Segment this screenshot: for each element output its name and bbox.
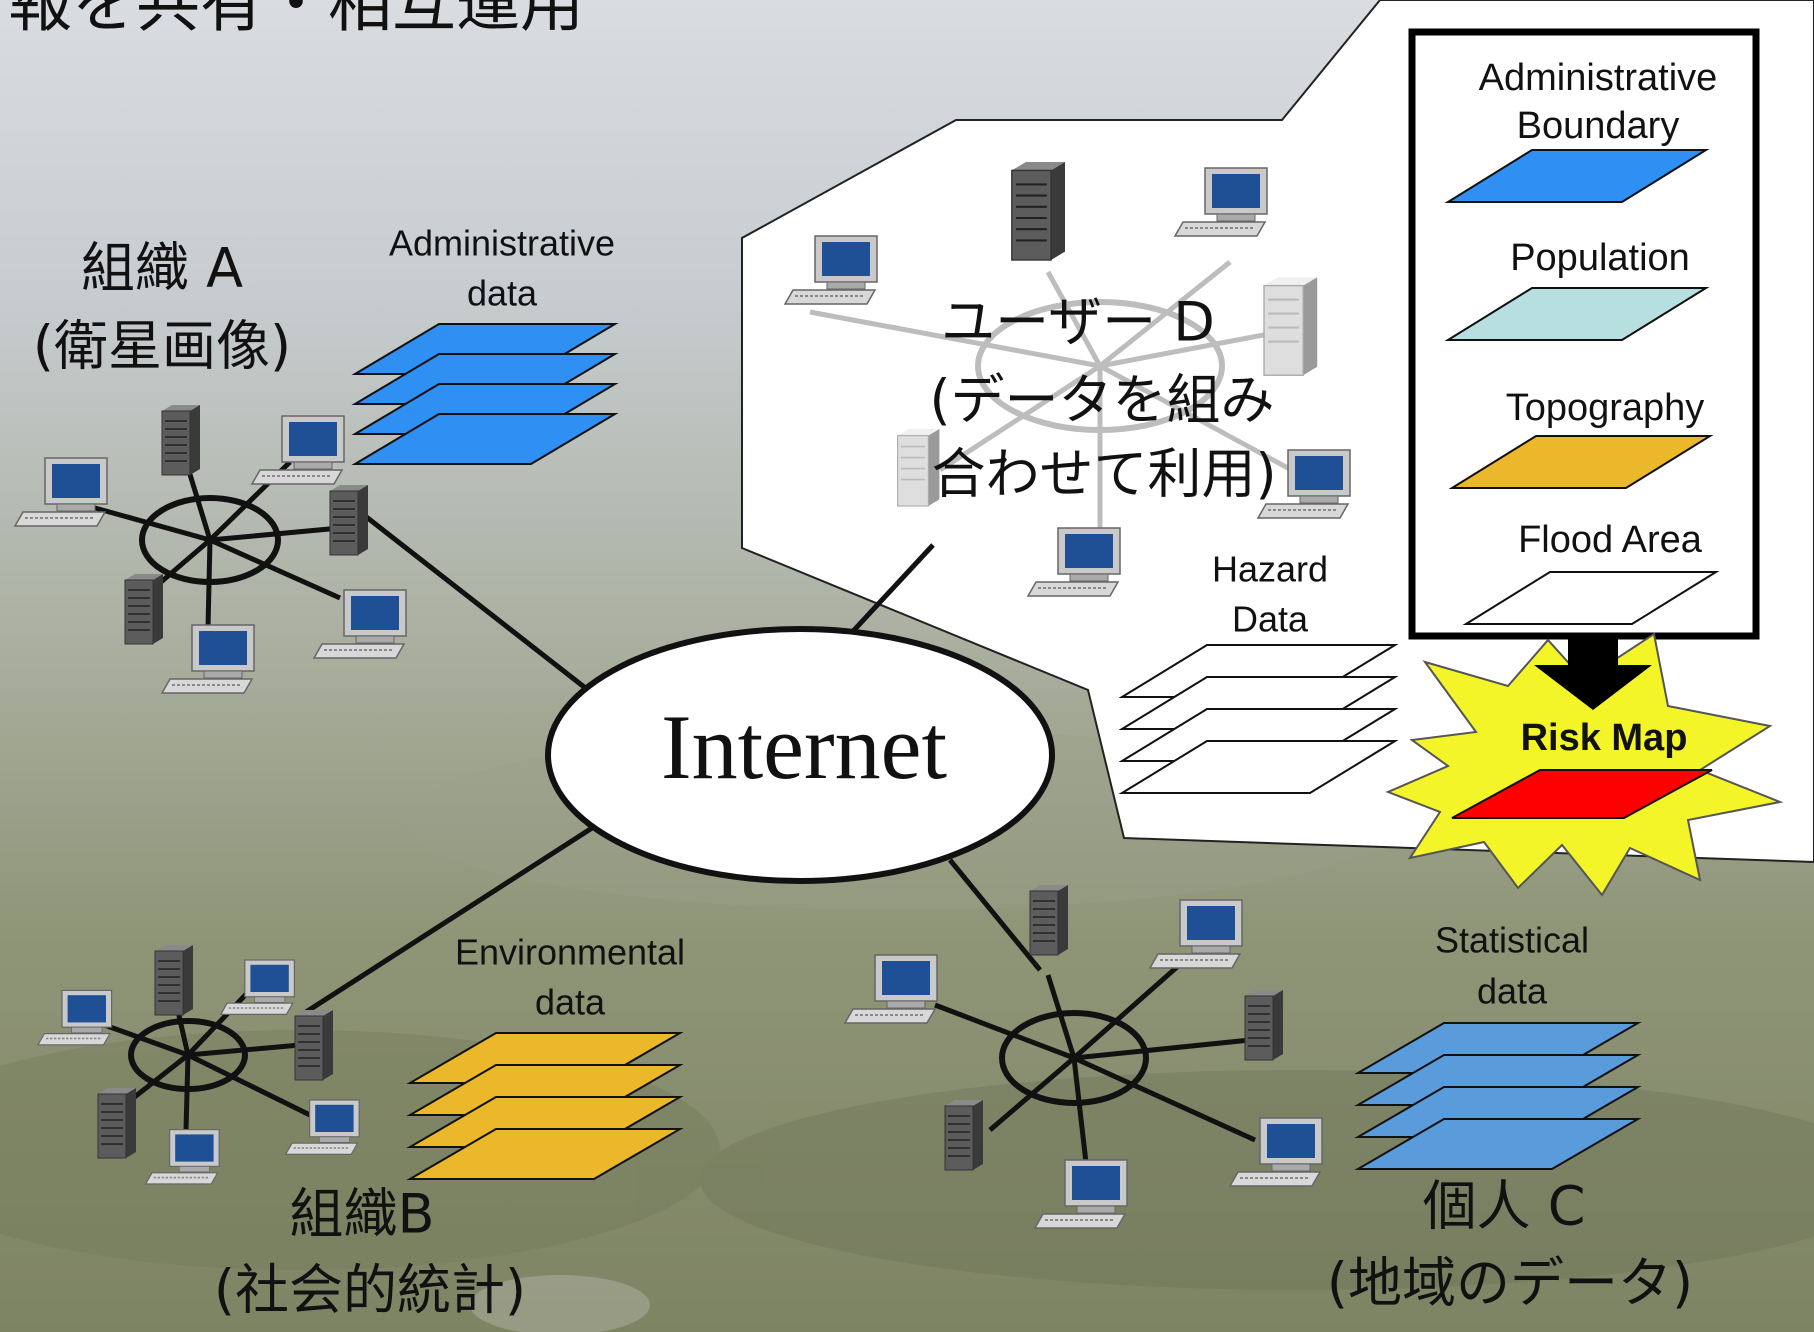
legend-item-4-label: Flood Area: [1518, 519, 1703, 561]
legend-item-1-label-1: Administrative: [1479, 57, 1718, 99]
user-d-network: [784, 160, 1351, 597]
org-b-data-layers: [406, 1032, 684, 1180]
org-a-subtitle: (衛星画像): [33, 315, 291, 378]
org-b-title: 組織B: [289, 1183, 434, 1246]
user-d-subtitle-1: (データを組み: [929, 369, 1274, 432]
legend-item-3-label: Topography: [1506, 387, 1705, 429]
org-a-data-layers: [351, 323, 619, 465]
legend-item-1-label-2: Boundary: [1517, 105, 1680, 147]
data-layer-sheet: [1354, 1118, 1642, 1170]
legend-item-2-label: Population: [1510, 237, 1690, 279]
org-a-network: [14, 404, 407, 694]
org-b-network: [37, 944, 361, 1185]
risk-map-arrow: [1534, 636, 1652, 710]
link-person-c: [948, 858, 1042, 972]
person-c-subtitle: (地域のデータ): [1327, 1252, 1693, 1315]
link-org-a: [358, 510, 590, 692]
org-a-data-label-1: Administrative: [389, 223, 615, 264]
legend-swatch-population: [1444, 287, 1710, 341]
org-b-data-label-1: Environmental: [455, 932, 685, 973]
hazard-label-1: Hazard: [1212, 549, 1328, 590]
internet-cloud: [545, 626, 1055, 884]
org-b-data-label-2: data: [535, 982, 606, 1023]
risk-map-label: Risk Map: [1521, 717, 1688, 759]
link-org-b: [304, 825, 594, 1015]
slide-title: 報を共有・相互運用: [8, 0, 584, 42]
hazard-label-2: Data: [1232, 599, 1309, 640]
legend-swatch-flood-area: [1462, 571, 1720, 625]
person-c-data-label-1: Statistical: [1435, 920, 1589, 961]
hazard-data-layers: [1118, 644, 1399, 794]
org-b-subtitle: (社会的統計): [214, 1259, 526, 1322]
risk-map-burst: [1385, 632, 1784, 897]
data-layer-sheet: [406, 1128, 684, 1180]
link-user-d: [841, 543, 935, 644]
person-c-network: [844, 884, 1323, 1229]
person-c-title: 個人 C: [1423, 1175, 1586, 1238]
person-c-data-layers: [1354, 1022, 1642, 1170]
org-a-title: 組織 A: [81, 237, 243, 300]
user-d-title: ユーザー D: [941, 291, 1215, 354]
user-d-subtitle-2: 合わせて利用): [931, 443, 1276, 506]
person-c-data-label-2: data: [1477, 971, 1548, 1012]
internet-label: Internet: [661, 696, 948, 798]
legend-swatch-topography: [1448, 435, 1714, 489]
risk-map-layer: [1451, 769, 1713, 819]
data-layer-sheet: [351, 413, 619, 465]
legend-swatch-administrative-boundary: [1444, 149, 1710, 203]
org-a-data-label-2: data: [467, 273, 538, 314]
